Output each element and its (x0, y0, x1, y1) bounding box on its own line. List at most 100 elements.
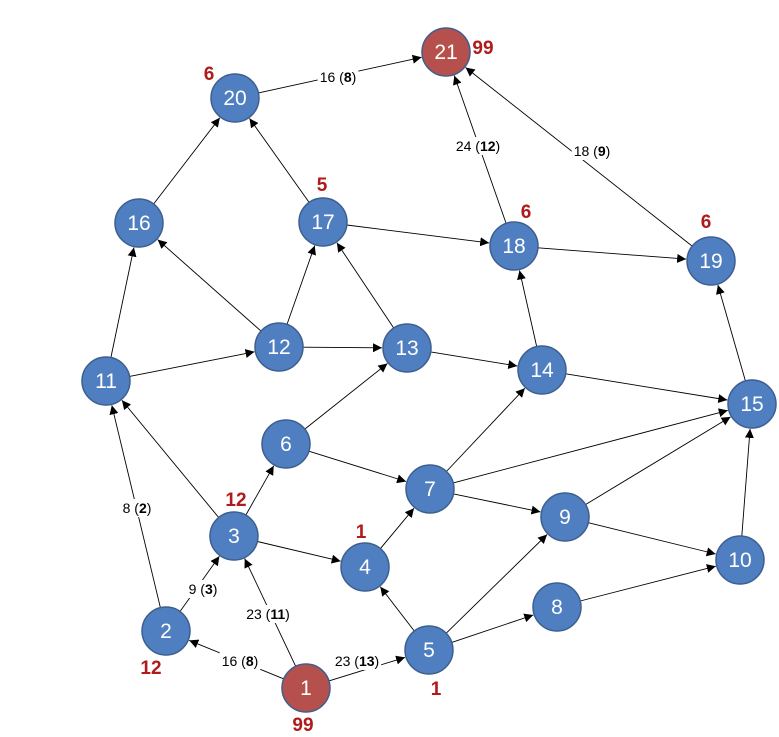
node-circle-15 (727, 379, 777, 429)
edge-14-18 (517, 270, 538, 347)
edges-layer (109, 54, 754, 682)
edge-11-16 (110, 247, 137, 358)
node-label-4: 4 (359, 556, 371, 579)
edge-12-13 (302, 343, 383, 353)
edge-4-7 (380, 507, 415, 549)
edge-label-bg-1-3 (244, 605, 292, 623)
node-circle-6 (261, 419, 311, 469)
node-label-7: 7 (424, 478, 436, 501)
edge-3-4 (257, 541, 341, 564)
edge-label-2-3: 9 (3) (189, 581, 218, 597)
edge-labels-layer: 16 (8)23 (11)23 (13)9 (3)8 (2)24 (12)18 … (120, 68, 613, 670)
node-label-5: 5 (423, 639, 435, 662)
node-label-2: 2 (160, 620, 172, 643)
node-circle-10 (715, 535, 765, 585)
edge-7-9 (453, 493, 541, 515)
edge-label-1-5: 23 (13) (335, 653, 379, 669)
node-label-8: 8 (551, 596, 563, 619)
node-8: 8 (532, 582, 582, 632)
node-15: 15 (727, 379, 777, 429)
node-20: 20 (210, 73, 260, 123)
edge-8-10 (580, 564, 716, 602)
edge-12-17 (286, 245, 316, 325)
node-annotation-17: 5 (317, 175, 328, 196)
node-label-1: 1 (300, 677, 312, 700)
edge-label-20-21: 16 (8) (320, 69, 357, 85)
edge-label-bg-20-21 (317, 68, 359, 86)
edge-5-9 (445, 534, 548, 634)
node-annotation-3: 12 (225, 490, 246, 511)
edge-6-7 (308, 450, 407, 484)
node-annotation-20: 6 (204, 64, 215, 85)
edge-3-6 (245, 465, 275, 516)
node-6: 6 (261, 419, 311, 469)
edge-6-13 (304, 363, 388, 430)
node-circle-19 (686, 236, 736, 286)
node-circle-2 (141, 606, 191, 656)
node-circle-11 (81, 356, 131, 406)
node-label-17: 17 (311, 211, 334, 234)
edge-18-19 (537, 247, 687, 263)
edge-label-bg-1-5 (332, 652, 382, 670)
edge-12-16 (157, 239, 262, 332)
node-circle-13 (382, 323, 432, 373)
node-circle-3 (209, 511, 259, 561)
edge-label-bg-2-3 (186, 580, 220, 598)
edge-14-15 (565, 373, 728, 404)
edge-10-15 (741, 428, 754, 537)
node-13: 13 (382, 323, 432, 373)
node-14: 14 (517, 345, 567, 395)
edge-label-bg-2-11 (120, 499, 154, 517)
node-annotation-19: 6 (701, 212, 712, 233)
edge-17-18 (346, 224, 490, 247)
node-annotation-1: 99 (292, 715, 313, 736)
node-circle-5 (404, 625, 454, 675)
node-circle-16 (114, 198, 164, 248)
edge-7-15 (453, 408, 728, 484)
node-11: 11 (81, 356, 131, 406)
edge-15-19 (716, 284, 746, 382)
edge-9-15 (585, 416, 731, 505)
node-circle-4 (340, 542, 390, 592)
node-21: 21 (421, 27, 471, 77)
node-3: 3 (209, 511, 259, 561)
node-17: 17 (298, 197, 348, 247)
node-circle-8 (532, 582, 582, 632)
node-label-11: 11 (95, 370, 117, 393)
node-label-14: 14 (530, 359, 554, 382)
node-annotation-18: 6 (521, 202, 532, 223)
edge-label-bg-1-2 (219, 652, 261, 670)
edge-label-bg-18-21 (453, 137, 503, 155)
node-9: 9 (540, 492, 590, 542)
edge-label-bg-19-21 (571, 142, 613, 160)
node-circle-9 (540, 492, 590, 542)
node-label-9: 9 (559, 506, 571, 529)
node-label-18: 18 (502, 235, 525, 258)
node-label-21: 21 (434, 41, 457, 64)
edge-7-14 (446, 387, 526, 472)
node-annotation-21: 99 (472, 38, 493, 59)
node-label-16: 16 (127, 212, 150, 235)
node-label-19: 19 (699, 250, 722, 273)
node-label-6: 6 (280, 433, 292, 456)
edge-label-1-3: 23 (11) (246, 606, 290, 622)
node-circle-14 (517, 345, 567, 395)
edge-5-4 (379, 586, 415, 632)
edge-13-14 (430, 351, 518, 369)
node-2: 2 (141, 606, 191, 656)
node-circle-18 (489, 221, 539, 271)
node-16: 16 (114, 198, 164, 248)
node-label-20: 20 (223, 87, 246, 110)
edge-17-20 (249, 118, 310, 203)
edge-label-2-11: 8 (2) (123, 500, 152, 516)
edge-label-19-21: 18 (9) (574, 143, 611, 159)
node-annotation-4: 1 (356, 522, 367, 543)
node-label-15: 15 (740, 393, 763, 416)
node-12: 12 (254, 322, 304, 372)
node-circle-7 (405, 464, 455, 514)
node-circle-1 (281, 663, 331, 713)
node-circle-17 (298, 197, 348, 247)
node-4: 4 (340, 542, 390, 592)
